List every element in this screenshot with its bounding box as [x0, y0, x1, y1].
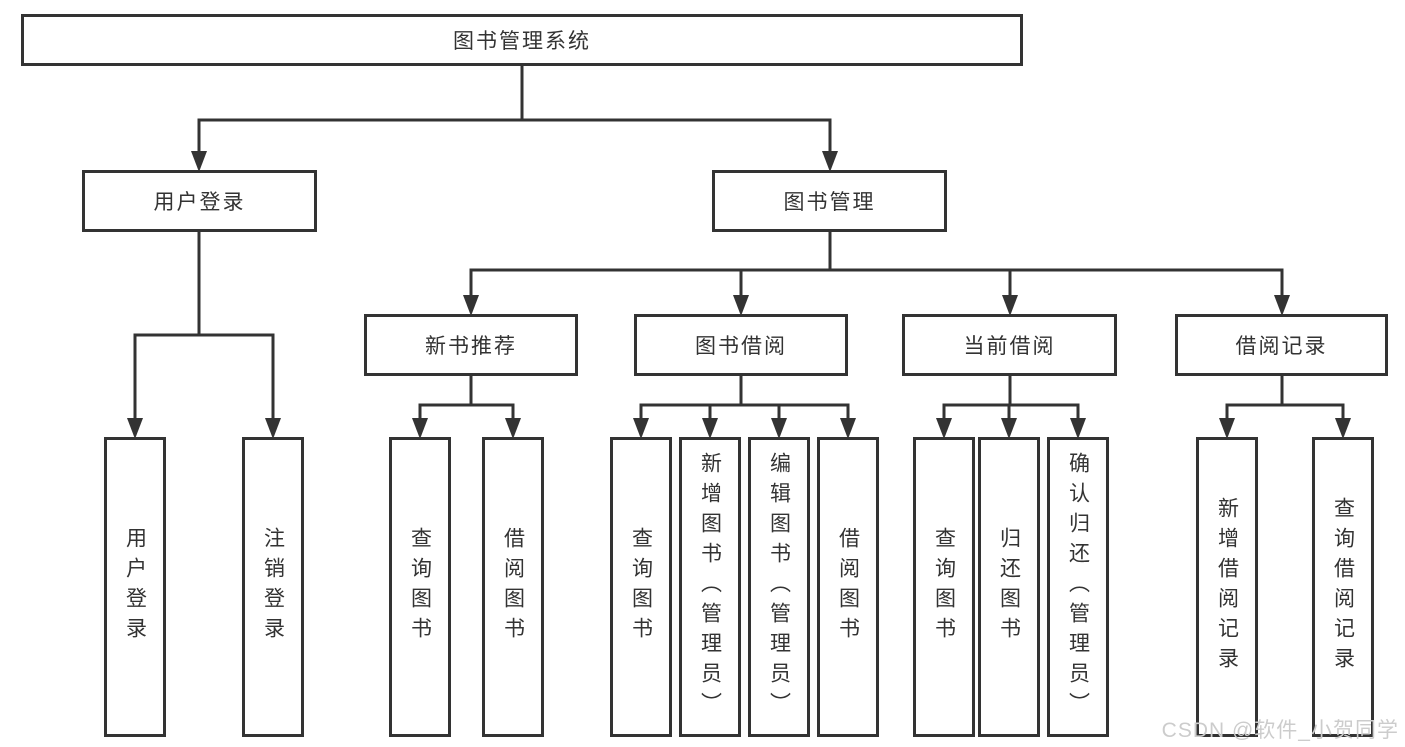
node-label: 确认归还（管理员）: [1066, 452, 1090, 722]
leaf-confirm-return-admin: 确认归还（管理员）: [1047, 437, 1109, 737]
leaf-user-login: 用户登录: [104, 437, 166, 737]
node-root: 图书管理系统: [21, 14, 1023, 66]
connector-lines: [133, 66, 1345, 419]
node-label: 新书推荐: [425, 335, 517, 358]
leaf-add-books-admin: 新增图书（管理员）: [679, 437, 741, 737]
leaf-edit-books-admin: 编辑图书（管理员）: [748, 437, 810, 737]
node-borrow-records: 借阅记录: [1175, 314, 1388, 376]
leaf-query-books-recommend: 查询图书: [389, 437, 451, 737]
node-label: 新增图书（管理员）: [698, 452, 722, 722]
node-label: 注销登录: [261, 527, 285, 647]
node-label: 归还图书: [997, 527, 1021, 647]
leaf-query-books-current: 查询图书: [913, 437, 975, 737]
node-label: 查询图书: [629, 527, 653, 647]
node-label: 借阅图书: [836, 527, 860, 647]
leaf-borrow-books: 借阅图书: [817, 437, 879, 737]
node-label: 新增借阅记录: [1215, 497, 1239, 677]
node-label: 编辑图书（管理员）: [767, 452, 791, 722]
node-book-management: 图书管理: [712, 170, 947, 232]
leaf-query-books-borrow: 查询图书: [610, 437, 672, 737]
csdn-watermark: CSDN @软件_小贺同学: [1161, 719, 1399, 742]
leaf-query-borrow-record: 查询借阅记录: [1312, 437, 1374, 737]
node-label: 当前借阅: [963, 335, 1056, 358]
node-label: 用户登录: [153, 191, 246, 214]
node-new-book-recommend: 新书推荐: [364, 314, 578, 376]
node-label: 图书借阅: [695, 335, 787, 358]
node-current-borrow: 当前借阅: [902, 314, 1117, 376]
node-user-login: 用户登录: [82, 170, 317, 232]
leaf-return-books: 归还图书: [978, 437, 1040, 737]
node-label: 查询图书: [932, 527, 956, 647]
node-label: 用户登录: [123, 527, 147, 647]
node-label: 查询借阅记录: [1331, 497, 1355, 677]
node-label: 图书管理: [783, 191, 876, 214]
node-label: 借阅记录: [1235, 335, 1328, 358]
node-book-borrow: 图书借阅: [634, 314, 848, 376]
node-label: 查询图书: [408, 527, 432, 647]
connector-arrowheads: [127, 151, 1351, 439]
leaf-logout: 注销登录: [242, 437, 304, 737]
leaf-add-borrow-record: 新增借阅记录: [1196, 437, 1258, 737]
node-label: 借阅图书: [501, 527, 525, 647]
leaf-borrow-books-recommend: 借阅图书: [482, 437, 544, 737]
node-label: 图书管理系统: [453, 30, 591, 53]
